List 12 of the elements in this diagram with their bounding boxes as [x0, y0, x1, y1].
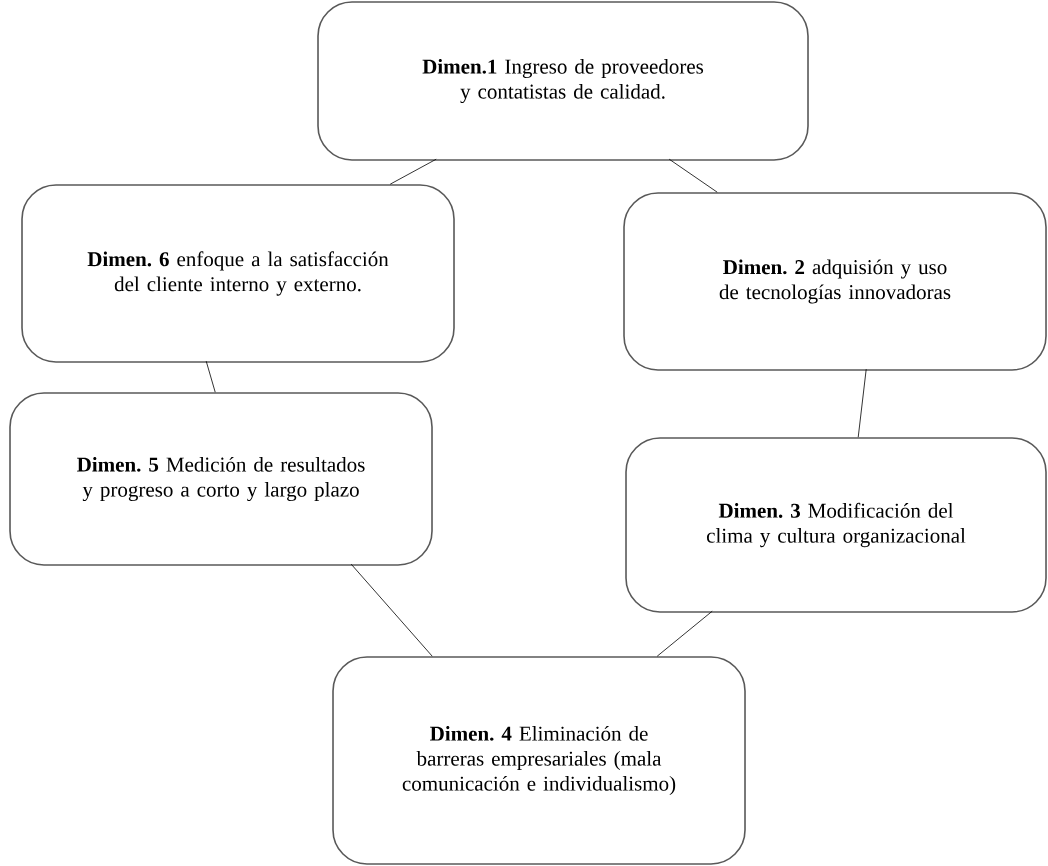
connector	[656, 610, 713, 657]
connector	[205, 360, 216, 393]
connector	[857, 368, 867, 438]
process-box: Dimen. 2 adquisión y uso de tecnologías innovadoras	[623, 192, 1047, 371]
process-box: Dimen. 3 Modificación del clima y cultura organizacional	[625, 437, 1047, 613]
process-box: Dimen. 5 Medición de resultados y progreso a corto y largo plazo	[9, 392, 433, 566]
connector	[389, 158, 437, 185]
process-box: Dimen.1 Ingreso de proveedores y contatistas de calidad.	[317, 1, 809, 161]
connector	[668, 158, 718, 193]
process-box: Dimen. 6 enfoque a la satisfacción del cliente interno y externo.	[21, 184, 455, 363]
process-box: Dimen. 4 Eliminación de barreras empresariales (mala comunicación e individualismo)	[332, 656, 746, 865]
connector	[350, 563, 433, 657]
